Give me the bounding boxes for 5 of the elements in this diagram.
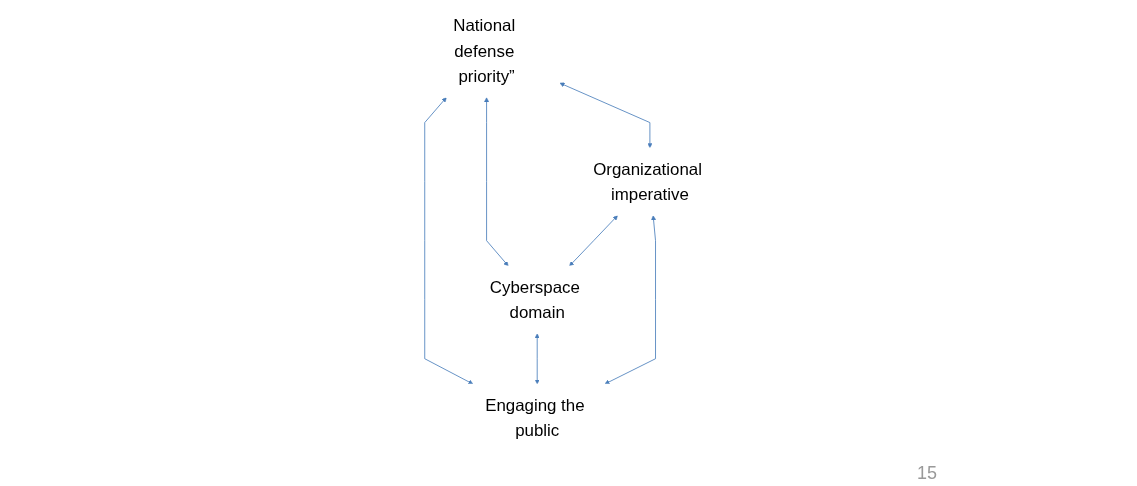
node-text: Organizational imperative	[593, 159, 702, 204]
node-text: Cyberspace domain	[489, 277, 580, 322]
node-text: National defense priority”	[453, 16, 516, 86]
page-number: 15	[916, 463, 937, 483]
node-text: Engaging the public	[485, 395, 585, 440]
